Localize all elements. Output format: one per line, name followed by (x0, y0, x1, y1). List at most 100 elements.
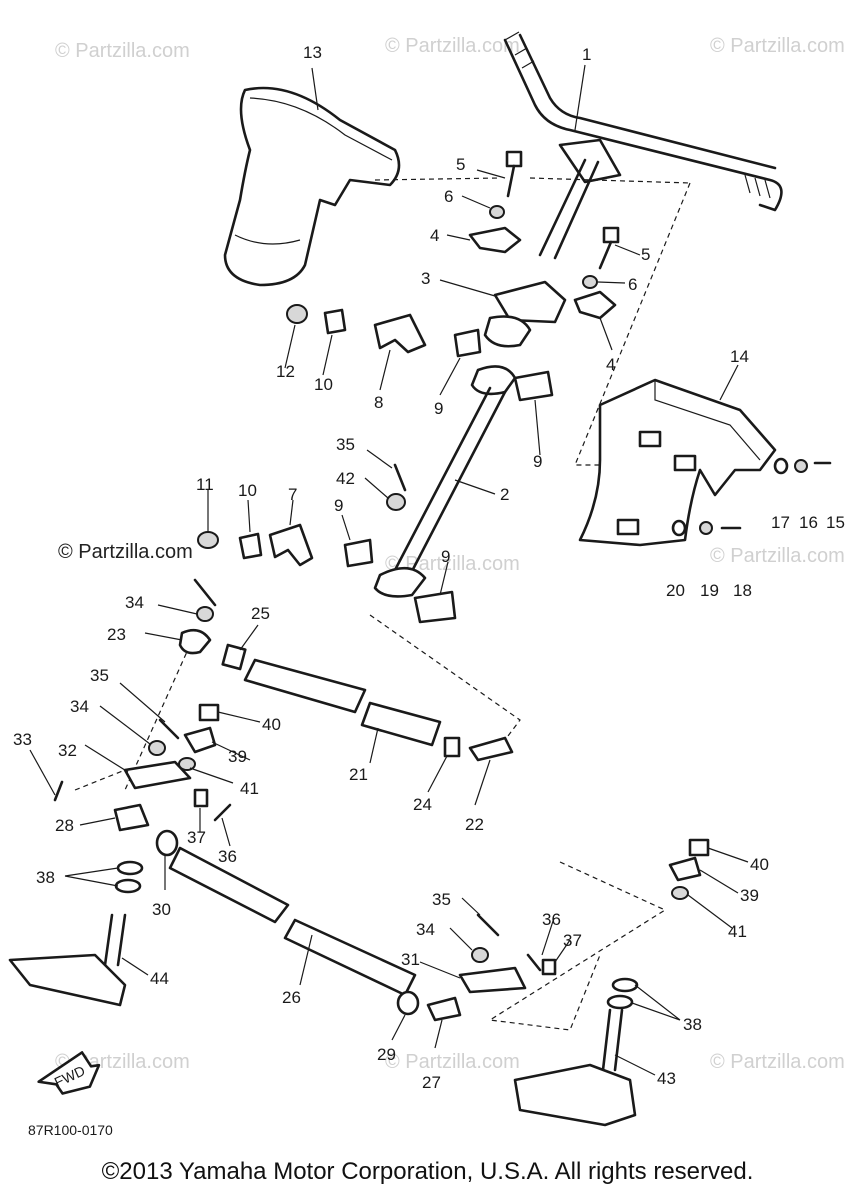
tie-rod-end (178, 628, 212, 655)
tie-rod-end (468, 736, 514, 762)
watermark: © Partzilla.com (58, 541, 193, 563)
callout: 9 (533, 452, 542, 471)
pitman-arm (123, 760, 192, 790)
callout: 38 (683, 1015, 702, 1034)
collar (396, 990, 420, 1016)
watermark: © Partzilla.com (710, 1051, 845, 1073)
nut (582, 275, 598, 289)
nut (443, 736, 461, 758)
callout: 36 (542, 910, 561, 929)
callout: 17 (771, 513, 790, 532)
callout: 26 (282, 988, 301, 1007)
tie-rod-end (113, 803, 150, 832)
callout: 31 (401, 950, 420, 969)
collar (155, 829, 179, 857)
callout: 33 (13, 730, 32, 749)
washer (606, 994, 634, 1010)
bolt (197, 531, 219, 549)
collar (413, 590, 457, 624)
washer (178, 757, 196, 771)
nut (688, 838, 710, 857)
knuckle-left (8, 913, 127, 1007)
nut (541, 958, 557, 976)
collar (513, 370, 554, 402)
bolt (526, 953, 542, 972)
nut (794, 459, 808, 473)
callout: 6 (444, 187, 453, 206)
callout: 10 (238, 481, 257, 500)
callout: 15 (826, 513, 845, 532)
washer (114, 878, 142, 894)
callout: 9 (434, 399, 443, 418)
callout: 13 (303, 43, 322, 62)
bolt (53, 780, 64, 802)
watermark: © Partzilla.com (710, 545, 845, 567)
knuckle-right (513, 1008, 637, 1127)
copyright-notice: ©2013 Yamaha Motor Corporation, U.S.A. A… (101, 1158, 754, 1185)
collar (343, 538, 374, 568)
callout: 44 (150, 969, 169, 988)
callout: 10 (314, 375, 333, 394)
callout: 5 (641, 245, 650, 264)
tie-rod-end (426, 996, 462, 1022)
callout: 40 (750, 855, 769, 874)
callout: 4 (606, 355, 615, 374)
callout: 11 (196, 475, 214, 494)
washer (773, 457, 789, 475)
callout: 35 (432, 890, 451, 909)
drawing-code: 87R100-0170 (28, 1122, 113, 1138)
callout: 37 (563, 931, 582, 950)
washer (671, 519, 687, 537)
callout: 22 (465, 815, 484, 834)
bushing (238, 532, 263, 560)
lever (668, 856, 702, 882)
callout: 8 (374, 393, 383, 412)
callout: 34 (125, 593, 144, 612)
bolt (393, 463, 407, 492)
callout: 25 (251, 604, 270, 623)
callout: 32 (58, 741, 77, 760)
bolt (505, 150, 523, 198)
callout: 41 (728, 922, 747, 941)
callout: 34 (70, 697, 89, 716)
watermark: © Partzilla.com (385, 35, 520, 57)
callout: 21 (349, 765, 368, 784)
callout: 35 (336, 435, 355, 454)
nut (193, 788, 209, 808)
nut (286, 304, 308, 324)
clamp (468, 226, 522, 254)
callout: 9 (441, 547, 450, 566)
callout: 14 (730, 347, 749, 366)
steering-column (373, 315, 532, 598)
callout: 41 (240, 779, 259, 798)
bolt (213, 803, 232, 822)
bolt (158, 718, 180, 740)
tie-rod-lower (168, 846, 417, 997)
callout: 39 (228, 747, 247, 766)
callout: 19 (700, 581, 719, 600)
bolt (598, 226, 620, 270)
pitman-arm (458, 966, 527, 994)
collar (453, 328, 482, 358)
callout: 40 (262, 715, 281, 734)
nut (386, 493, 406, 511)
callout: 3 (421, 269, 430, 288)
callout: 23 (107, 625, 126, 644)
bushing (323, 308, 347, 335)
leader-lines (29, 64, 749, 1076)
lever (183, 726, 217, 754)
callout: 5 (456, 155, 465, 174)
bolt (476, 913, 500, 937)
callout: 27 (422, 1073, 441, 1092)
callout: 28 (55, 816, 74, 835)
callout: 36 (218, 847, 237, 866)
callout: 6 (628, 275, 637, 294)
callout: 30 (152, 900, 171, 919)
nut (471, 947, 489, 963)
watermark: © Partzilla.com (710, 35, 845, 57)
bolt (193, 578, 217, 607)
callout: 43 (657, 1069, 676, 1088)
washer (611, 977, 639, 993)
watermark: © Partzilla.com (385, 1051, 520, 1073)
